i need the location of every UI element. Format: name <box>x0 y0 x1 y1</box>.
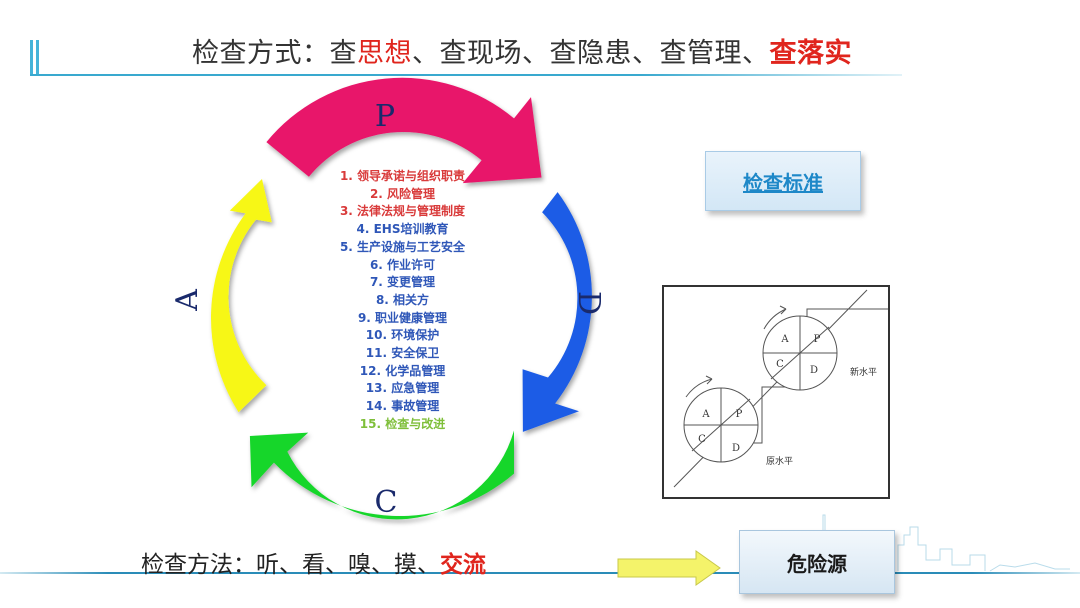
list-item: 15. 检查与改进 <box>359 416 446 431</box>
pdca-improvement-figure: A P C D A P C D 新水平 原水平 <box>662 285 890 499</box>
list-item: 2. 风险管理 <box>369 186 436 201</box>
lower-d: D <box>732 443 740 454</box>
hazard-source-label: 危险源 <box>787 551 847 576</box>
inspection-standard-label: 检查标准 <box>743 170 823 195</box>
list-item: 9. 职业健康管理 <box>357 310 448 325</box>
list-item: 8. 相关方 <box>375 292 430 307</box>
list-item: 11. 安全保卫 <box>365 346 440 361</box>
header: 检查方式：查思想、查现场、查隐患、查管理、查落实 <box>0 0 1080 90</box>
list-item: 3. 法律法规与管理制度 <box>339 204 466 219</box>
inspection-standard-button[interactable]: 检查标准 <box>705 151 861 211</box>
list-item: 14. 事故管理 <box>365 399 440 414</box>
upper-p: P <box>814 334 821 345</box>
list-item: 10. 环境保护 <box>365 328 440 343</box>
old-level-label: 原水平 <box>766 455 793 467</box>
lower-p: P <box>736 409 743 420</box>
upper-a: A <box>780 334 789 345</box>
list-item: 5. 生产设施与工艺安全 <box>339 239 466 254</box>
upper-d: D <box>810 365 818 376</box>
upper-c: C <box>776 359 784 370</box>
inspection-checklist: 1. 领导承诺与组织职责 2. 风险管理 3. 法律法规与管理制度 4. EHS… <box>300 168 505 434</box>
label-a: A <box>170 289 205 312</box>
list-item: 7. 变更管理 <box>369 275 436 290</box>
title-underline <box>30 74 902 76</box>
list-item: 13. 应急管理 <box>365 381 440 396</box>
lower-c: C <box>698 434 706 445</box>
new-level-label: 新水平 <box>850 366 877 378</box>
title-marker-icon <box>30 40 44 74</box>
right-arrow-icon <box>617 550 721 586</box>
footer-line <box>0 572 1080 574</box>
check-arrow <box>249 430 514 520</box>
lower-a: A <box>701 409 710 420</box>
upper-rotation-arrow-icon <box>763 308 787 330</box>
plan-arrow <box>266 77 542 184</box>
list-item: 1. 领导承诺与组织职责 <box>339 169 466 183</box>
do-arrow <box>522 192 592 432</box>
list-item: 4. EHS培训教育 <box>356 222 449 237</box>
pdca-staircase-drawing: A P C D A P C D 新水平 原水平 <box>673 289 888 488</box>
inspection-method-text: 检查方法：听、看、嗅、摸、交流 <box>141 552 486 578</box>
label-c: C <box>375 485 398 520</box>
act-arrow <box>210 179 272 413</box>
lower-rotation-arrow-icon <box>685 378 713 398</box>
label-d: D <box>571 291 606 315</box>
list-item: 6. 作业许可 <box>369 257 436 272</box>
page-title: 检查方式：查思想、查现场、查隐患、查管理、查落实 <box>192 38 852 69</box>
hazard-source-button[interactable]: 危险源 <box>739 530 895 594</box>
list-item: 12. 化学品管理 <box>359 363 446 378</box>
label-p: P <box>375 99 395 134</box>
